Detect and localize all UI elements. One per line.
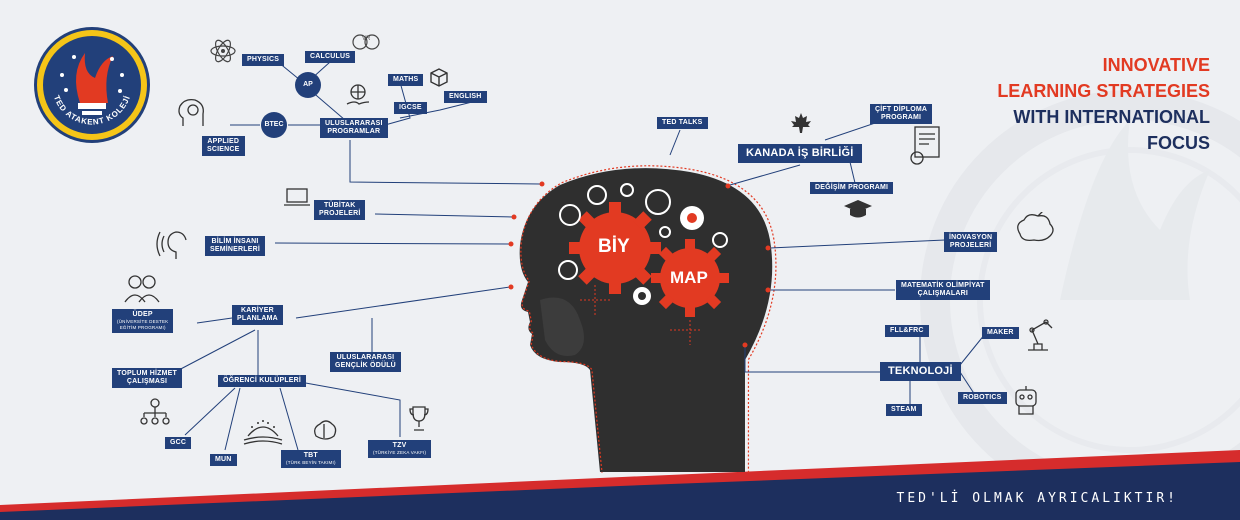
graduation-cap-icon bbox=[844, 200, 872, 218]
brain-gears bbox=[558, 183, 729, 345]
slogan: TED'Lİ OLMAK AYRICALIKTIR! bbox=[896, 491, 1178, 506]
node-toplum-hizmet: TOPLUM HİZMET ÇALIŞMASI bbox=[112, 368, 183, 388]
node-english: ENGLISH bbox=[444, 91, 487, 103]
node-sublabel: EĞİTİM PROGRAMI) bbox=[119, 325, 166, 330]
node-label: ÜDEP bbox=[132, 311, 153, 318]
headline-line2: LEARNING STRATEGIES bbox=[997, 81, 1210, 101]
node-label: GENÇLİK ÖDÜLÜ bbox=[335, 362, 396, 369]
node-sublabel: (TÜRK BEYİN TAKIMI) bbox=[286, 460, 336, 465]
node-label: İNOVASYON bbox=[949, 234, 993, 241]
node-ap: AP bbox=[295, 72, 321, 98]
node-label: TÜBİTAK bbox=[323, 202, 356, 209]
node-label: BİLİM İNSANI bbox=[211, 238, 259, 245]
gear-label-map: MAP bbox=[670, 268, 708, 287]
trophy-icon bbox=[409, 406, 429, 431]
node-tubitak: TÜBİTAK PROJELERİ bbox=[314, 200, 366, 220]
atom-icon bbox=[210, 39, 236, 63]
node-inovasyon: İNOVASYON PROJELERİ bbox=[944, 232, 998, 252]
ted-atakent-logo bbox=[34, 27, 150, 143]
node-label: PROJELERİ bbox=[319, 210, 361, 217]
robot-icon bbox=[1015, 386, 1037, 415]
node-fll-frc: FLL&FRC bbox=[885, 325, 929, 337]
watermark-emblem bbox=[920, 90, 1240, 510]
node-label: TBT bbox=[303, 452, 318, 459]
node-robotics: ROBOTICS bbox=[958, 392, 1007, 404]
people-icon bbox=[124, 275, 160, 303]
node-label: ULUSLARARASI bbox=[336, 354, 395, 361]
node-label: APPLIED bbox=[207, 138, 240, 145]
node-applied-science: APPLIED SCIENCE bbox=[202, 136, 245, 156]
node-calculus: CALCULUS bbox=[305, 51, 356, 63]
node-label: SEMİNERLERİ bbox=[210, 246, 261, 253]
node-label: ÇALIŞMASI bbox=[126, 378, 168, 385]
node-label: ULUSLARARASI bbox=[325, 120, 383, 127]
svg-text:TED ATAKENT KOLEJİ: TED ATAKENT KOLEJİ bbox=[52, 94, 132, 127]
cube-icon bbox=[430, 68, 448, 87]
node-label: TOPLUM HİZMET bbox=[117, 370, 178, 377]
headline: INNOVATIVE LEARNING STRATEGIES WITH INTE… bbox=[997, 52, 1210, 156]
vr-headset-icon bbox=[352, 34, 380, 50]
node-label: TZV bbox=[392, 442, 407, 449]
node-steam: STEAM bbox=[886, 404, 922, 416]
node-maths: MATHS bbox=[388, 74, 424, 86]
node-igcse: IGCSE bbox=[394, 102, 427, 114]
node-gcc: GCC bbox=[165, 437, 192, 449]
org-chart-icon bbox=[140, 398, 170, 425]
idea-brain-icon bbox=[1017, 212, 1054, 242]
node-maker: MAKER bbox=[982, 327, 1019, 339]
node-matematik: MATEMATİK OLİMPİYAT ÇALIŞMALARI bbox=[896, 280, 990, 300]
node-label: PLANLAMA bbox=[237, 315, 278, 322]
brain-icon bbox=[314, 420, 337, 440]
node-udep: ÜDEP (ÜNİVERSİTE DESTEK EĞİTİM PROGRAMI) bbox=[112, 309, 174, 333]
gear-label-biy: BİY bbox=[598, 236, 630, 257]
node-label: PROJELERİ bbox=[949, 242, 992, 249]
node-label: MATEMATİK OLİMPİYAT bbox=[901, 282, 985, 289]
node-label: ÇALIŞMALARI bbox=[917, 290, 969, 297]
node-sublabel: (ÜNİVERSİTE DESTEK bbox=[117, 319, 169, 324]
diploma-icon bbox=[910, 126, 940, 165]
node-label: KARİYER bbox=[240, 307, 274, 314]
node-mun: MUN bbox=[210, 454, 237, 466]
node-kariyer: KARİYER PLANLAMA bbox=[232, 305, 283, 325]
node-label: ÇİFT DİPLOMA bbox=[875, 106, 928, 113]
node-ogrenci-kulupleri: ÖĞRENCİ KULÜPLERİ bbox=[218, 375, 307, 387]
connector-lines bbox=[174, 61, 986, 451]
connector-dots bbox=[508, 181, 771, 348]
globe-book-icon bbox=[243, 420, 283, 445]
logo-text-ring: TED ATAKENT KOLEJİ bbox=[52, 94, 132, 127]
laptop-icon bbox=[284, 188, 310, 206]
node-degisim: DEĞİŞİM PROGRAMI bbox=[810, 182, 894, 194]
maple-leaf-icon bbox=[791, 113, 811, 133]
node-label: PROGRAMLAR bbox=[327, 128, 381, 135]
listening-head-icon bbox=[156, 231, 187, 259]
head-gear-icon bbox=[178, 98, 204, 126]
headline-line4: FOCUS bbox=[1147, 133, 1210, 153]
node-sublabel: (TÜRKİYE ZEKA VAKFI) bbox=[373, 450, 427, 455]
headline-line1: INNOVATIVE bbox=[1102, 55, 1210, 75]
node-physics: PHYSICS bbox=[242, 54, 285, 66]
hand-globe-icon bbox=[346, 84, 370, 105]
bottom-band bbox=[0, 450, 1240, 520]
node-tbt: TBT (TÜRK BEYİN TAKIMI) bbox=[281, 450, 341, 468]
node-tzv: TZV (TÜRKİYE ZEKA VAKFI) bbox=[368, 440, 432, 458]
node-ted-talks: TED TALKS bbox=[657, 117, 708, 129]
node-btec: BTEC bbox=[261, 112, 287, 138]
node-bilim-insani: BİLİM İNSANI SEMİNERLERİ bbox=[205, 236, 266, 256]
node-label: SCIENCE bbox=[207, 146, 240, 153]
node-teknoloji: TEKNOLOJİ bbox=[880, 362, 961, 381]
node-genclik-odulu: ULUSLARARASI GENÇLİK ÖDÜLÜ bbox=[330, 352, 401, 372]
node-uluslararasi-programlar: ULUSLARARASI PROGRAMLAR bbox=[320, 118, 388, 138]
robot-arm-icon bbox=[1028, 319, 1053, 351]
node-label: PROGRAMI bbox=[881, 114, 922, 121]
headline-line3: WITH INTERNATIONAL bbox=[1013, 107, 1210, 127]
head-silhouette bbox=[519, 165, 777, 473]
node-kanada: KANADA İŞ BİRLİĞİ bbox=[738, 144, 862, 163]
node-cift-diploma: ÇİFT DİPLOMA PROGRAMI bbox=[870, 104, 933, 124]
